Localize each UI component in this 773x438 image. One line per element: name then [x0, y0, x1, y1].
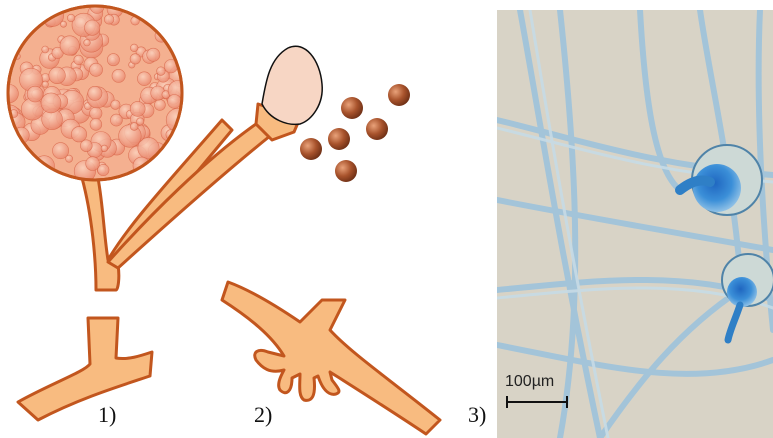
spore	[366, 118, 388, 140]
spore	[335, 160, 357, 182]
spore-globule	[60, 21, 66, 27]
spore-globule	[101, 145, 108, 152]
spore-globule	[90, 107, 102, 119]
hypha-base	[18, 318, 152, 420]
spore-globule	[74, 55, 84, 65]
spore-globule	[147, 48, 160, 61]
columella	[262, 46, 322, 124]
panel-label-3: 3)	[468, 404, 486, 426]
spore-globule	[42, 81, 48, 87]
spore	[328, 128, 350, 150]
spore-globule	[107, 54, 119, 66]
spore-globule	[104, 15, 114, 25]
spore-globule	[130, 123, 138, 131]
spore-globule	[111, 100, 120, 109]
spore-globule	[168, 95, 182, 109]
spore-globule	[60, 36, 79, 55]
spore-globule	[90, 119, 102, 131]
spore-globule	[84, 39, 91, 46]
panel-label-2: 2)	[254, 404, 272, 426]
spore-globule	[130, 101, 145, 116]
spore-globule	[157, 67, 166, 76]
spore-globule	[130, 44, 138, 52]
panel-1-sporangiophore	[0, 0, 232, 420]
spore-globule	[130, 54, 140, 64]
spore-globule	[71, 127, 86, 142]
spore	[388, 84, 410, 106]
spore-globule	[27, 86, 43, 102]
spore-globule	[49, 67, 66, 84]
panel-label-1: 1)	[98, 404, 116, 426]
spore-globule	[89, 63, 102, 76]
spore-globule	[112, 69, 125, 82]
spore	[300, 138, 322, 160]
spore-globule	[66, 155, 73, 162]
spore-globule	[88, 86, 102, 100]
spore-globule	[137, 72, 151, 86]
spore-globule	[41, 93, 61, 113]
spore-globule	[67, 14, 75, 22]
spore-globule	[85, 20, 100, 35]
spore-globule	[154, 99, 165, 110]
spore-globule	[110, 114, 122, 126]
spore	[341, 97, 363, 119]
spore-mass	[0, 0, 191, 182]
spore-globule	[42, 46, 49, 53]
scale-bar-label: 100µm	[505, 374, 554, 390]
spore-globule	[86, 157, 100, 171]
